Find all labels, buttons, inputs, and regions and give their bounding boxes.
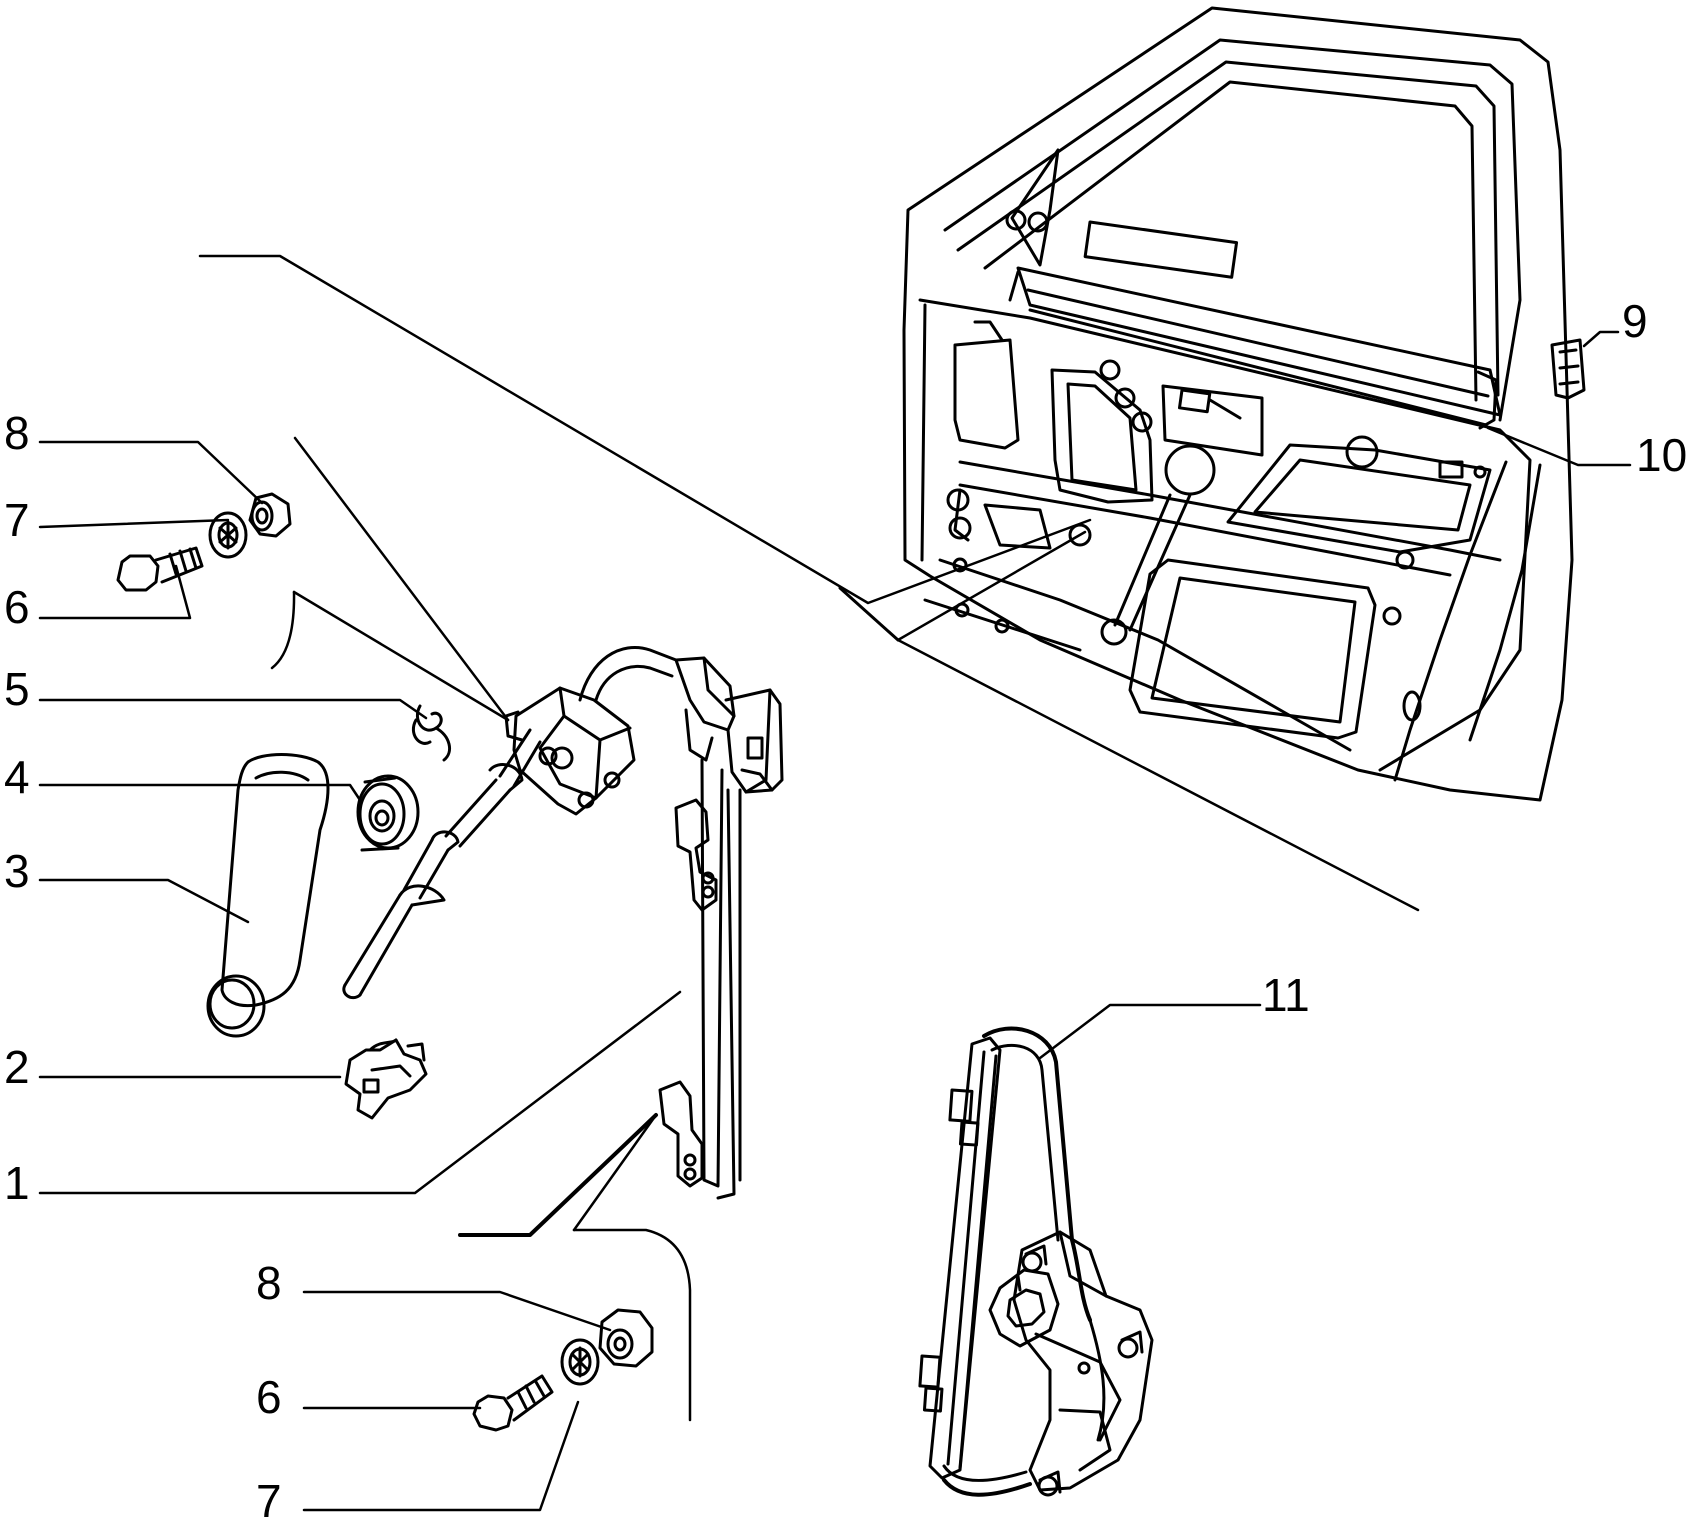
part-11-cable-regulator	[920, 1028, 1152, 1495]
leader-detail-ray-right	[898, 640, 1418, 910]
window-regulator	[344, 647, 782, 1198]
part-10-strip	[1478, 372, 1496, 428]
leader-4	[40, 785, 360, 800]
leader-11	[1040, 1005, 1260, 1058]
callout-10: 10	[1636, 429, 1688, 481]
leader-8-bottom	[304, 1292, 610, 1330]
callout-8-top: 8	[4, 407, 30, 459]
part-4-escutcheon	[358, 776, 418, 850]
fasteners-top	[118, 494, 450, 1118]
leader-6-top	[40, 566, 190, 618]
leader-bracket-arc	[272, 592, 294, 668]
leader-10	[1488, 428, 1630, 465]
leader-lower-bracket-left	[460, 1115, 656, 1235]
leader-detail-ray-left	[898, 532, 1085, 640]
callout-1: 1	[4, 1157, 30, 1209]
part-9-hinge	[1552, 340, 1584, 398]
part-5-clip	[413, 706, 449, 760]
callout-7-top: 7	[4, 494, 30, 546]
leader-detail-ray-mid	[294, 592, 508, 720]
part-7-top-washer	[210, 513, 246, 557]
part-2-retaining-clip	[346, 1040, 426, 1118]
leader-detail-door	[200, 256, 1090, 603]
door-shell	[840, 8, 1584, 800]
leader-3	[40, 880, 248, 922]
callout-3: 3	[4, 845, 30, 897]
leader-5	[40, 700, 426, 718]
leader-lower-bracket-right	[574, 1230, 690, 1420]
part-8-top-nut	[250, 494, 290, 536]
part-8-bottom-nut	[600, 1310, 652, 1366]
callout-7-bottom: 7	[256, 1475, 282, 1527]
part-6-bottom-bolt	[474, 1376, 552, 1430]
callout-8-bottom: 8	[256, 1257, 282, 1309]
callout-11: 11	[1262, 969, 1310, 1021]
part-7-bottom-washer	[562, 1340, 598, 1384]
leader-7-top	[40, 520, 228, 527]
leader-1	[40, 992, 680, 1193]
part-3-crank-handle	[208, 755, 328, 1037]
callout-2: 2	[4, 1041, 30, 1093]
leader-detail-ray-top	[295, 438, 508, 720]
callout-6-top: 6	[4, 581, 30, 633]
fasteners-bottom	[474, 1310, 652, 1430]
part-6-top-bolt	[118, 548, 202, 590]
leader-7-bottom	[304, 1402, 578, 1510]
callout-4: 4	[4, 751, 30, 803]
callout-5: 5	[4, 663, 30, 715]
callout-9: 9	[1622, 295, 1648, 347]
leader-8-top	[40, 442, 262, 503]
callout-6-bottom: 6	[256, 1371, 282, 1423]
leader-9	[1584, 332, 1618, 346]
leader-lines	[40, 256, 1630, 1510]
leader-lower-bracket-join	[574, 1115, 656, 1230]
